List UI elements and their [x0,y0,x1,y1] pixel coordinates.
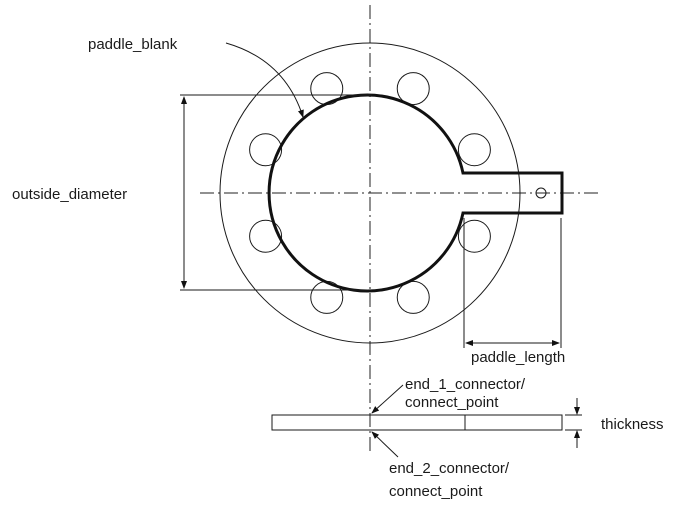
side-view-plate [271,414,563,431]
bolt-hole [396,72,430,106]
bolt-hole [249,133,283,167]
end-2-connect-point-label: connect_point [389,483,483,500]
bolt-hole [249,219,283,253]
bolt-hole [457,133,491,167]
bolt-hole [396,280,430,314]
end-1-connector-label: end_1_connector/ [405,376,526,393]
flange-outer-circle [219,42,521,344]
paddle-blank-outline [267,93,564,293]
end-1-leader [371,384,404,414]
bolt-hole [457,219,491,253]
thickness-label: thickness [601,416,664,433]
paddle-blank-leader [225,42,304,118]
end-2-connector-label: end_2_connector/ [389,460,510,477]
paddle-hole [535,187,547,199]
paddle-length-label: paddle_length [471,349,565,366]
bolt-holes [249,72,491,314]
paddle-blank-label: paddle_blank [88,36,178,53]
end-1-connect-point-label: connect_point [405,394,499,411]
end-2-leader [371,431,399,458]
outside-diameter-label: outside_diameter [12,186,127,203]
